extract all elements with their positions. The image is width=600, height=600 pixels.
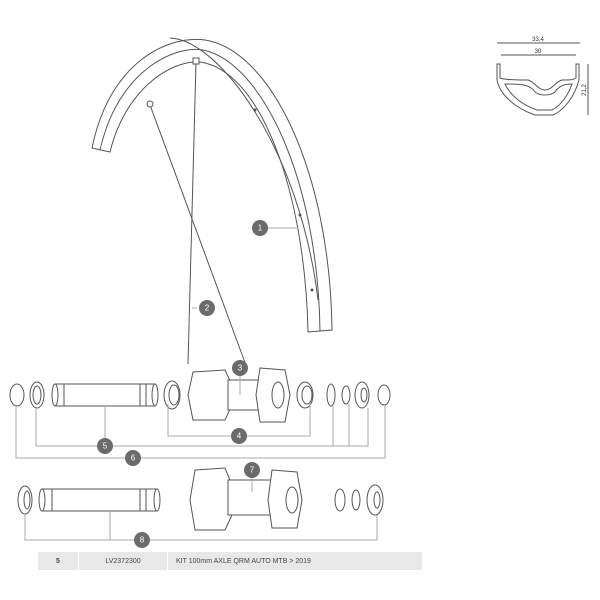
callout-5[interactable]: 5 xyxy=(97,438,113,454)
svg-text:5: 5 xyxy=(103,442,108,451)
parts-table-row: 5 LV2372300 KIT 100mm AXLE QRM AUTO MTB … xyxy=(38,552,422,570)
svg-text:6: 6 xyxy=(131,454,136,463)
spokes xyxy=(146,57,248,369)
rim xyxy=(91,37,333,333)
svg-text:7: 7 xyxy=(250,466,255,475)
callout-3[interactable]: 3 xyxy=(232,360,248,376)
dim-height: 21,2 xyxy=(582,84,588,96)
callout-2[interactable]: 2 xyxy=(199,300,215,316)
hub-assembly-lower xyxy=(17,467,384,531)
hub-assembly-upper xyxy=(9,367,391,423)
callout-8[interactable]: 8 xyxy=(134,532,150,548)
svg-text:2: 2 xyxy=(205,304,210,313)
callout-7[interactable]: 7 xyxy=(244,462,260,478)
rim-profile-section: 33,4 30 21,2 xyxy=(496,37,589,116)
part-description: KIT 100mm AXLE QRM AUTO MTB > 2019 xyxy=(176,557,311,565)
svg-text:3: 3 xyxy=(238,364,243,373)
part-code: LV2372300 xyxy=(79,552,168,570)
callout-1[interactable]: 1 xyxy=(252,220,268,236)
svg-text:1: 1 xyxy=(258,224,263,233)
dim-inner-width: 30 xyxy=(535,49,542,55)
svg-text:4: 4 xyxy=(237,432,242,441)
callout-6[interactable]: 6 xyxy=(125,450,141,466)
part-ref: 5 xyxy=(38,552,79,570)
callout-4[interactable]: 4 xyxy=(231,428,247,444)
svg-text:8: 8 xyxy=(140,536,145,545)
dim-outer-width: 33,4 xyxy=(532,37,544,43)
